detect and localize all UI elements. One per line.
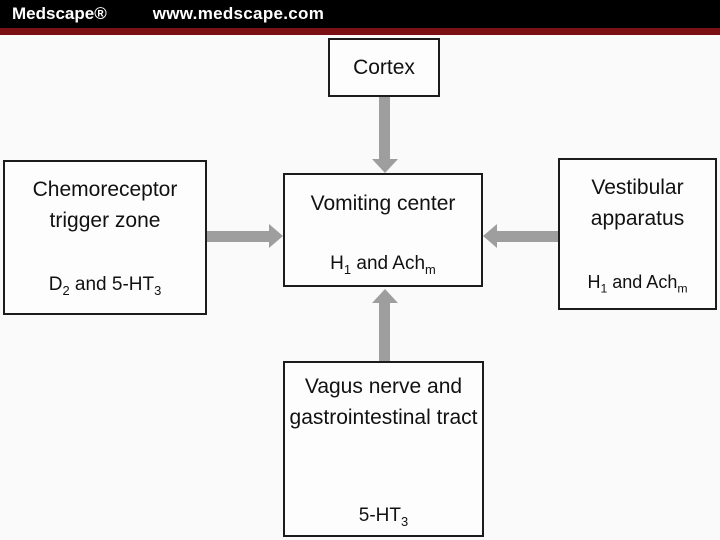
node-cortex-title: Cortex (353, 56, 415, 79)
arrowhead-down-icon (372, 159, 398, 173)
medscape-header: Medscape® www.medscape.com (0, 0, 720, 28)
node-vestibular-apparatus: Vestibular apparatus H1 and Achm (558, 158, 717, 310)
arrowhead-right-icon (269, 224, 283, 248)
node-ctz-receptors: D2 and 5-HT3 (48, 274, 162, 298)
node-vomiting-center: Vomiting center H1 and Achm (283, 173, 483, 287)
medscape-url: www.medscape.com (152, 4, 325, 23)
node-vomiting-center-title: Vomiting center (310, 192, 456, 215)
node-vomiting-center-receptors: H1 and Achm (330, 253, 436, 277)
accent-line (0, 28, 720, 35)
arrow-shaft (496, 231, 558, 242)
medscape-brand: Medscape® (12, 4, 107, 23)
node-ctz-title: Chemoreceptor trigger zone (32, 178, 178, 232)
arrow-shaft (379, 303, 390, 361)
arrowhead-left-icon (483, 224, 497, 248)
node-vestibular-title: Vestibular apparatus (590, 176, 685, 230)
arrow-shaft (379, 97, 390, 160)
node-chemoreceptor-trigger-zone: Chemoreceptor trigger zone D2 and 5-HT3 (3, 160, 207, 315)
node-cortex: Cortex (328, 38, 440, 97)
node-vagus-gi-tract: Vagus nerve and gastrointestinal tract 5… (283, 361, 484, 537)
arrowhead-up-icon (372, 289, 398, 303)
node-vestibular-receptors: H1 and Achm (587, 272, 688, 296)
arrow-shaft (207, 231, 270, 242)
node-vagus-receptors: 5-HT3 (358, 505, 409, 529)
node-vagus-title: Vagus nerve and gastrointestinal tract (289, 375, 478, 429)
